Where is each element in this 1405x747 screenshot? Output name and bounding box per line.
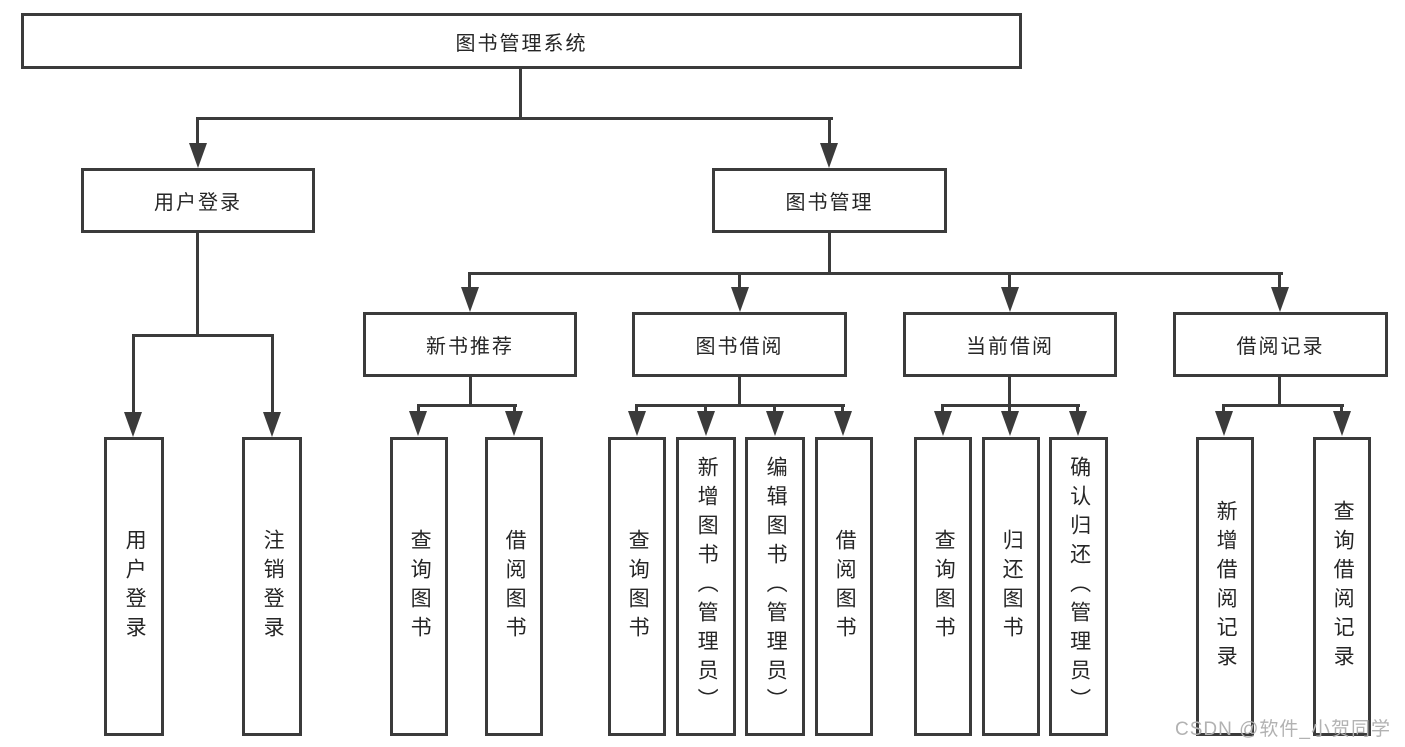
connector-line [469,377,472,406]
leaf-bb-borrow-books-label: 借阅图书 [833,528,857,645]
connector-line [271,334,274,412]
arrow-down-icon [731,287,749,312]
connector-line [468,272,471,289]
leaf-user-login-label: 用户登录 [123,528,147,645]
connector-line [1076,404,1079,414]
arrow-down-icon [189,143,207,168]
arrow-down-icon [263,412,281,437]
node-root: 图书管理系统 [21,13,1022,69]
leaf-cb-return-books-label: 归还图书 [1000,528,1024,645]
arrow-down-icon [934,411,952,436]
leaf-bb-edit-books: 编辑图书（管理员） [745,437,805,736]
connector-line [196,233,199,336]
connector-line [738,272,741,289]
connector-line [417,404,420,414]
node-current-borrowing-label: 当前借阅 [966,336,1054,358]
arrow-down-icon [461,287,479,312]
leaf-cb-confirm-return: 确认归还（管理员） [1049,437,1108,736]
connector-line [196,117,199,147]
connector-line [773,404,776,414]
connector-line [1222,404,1225,414]
arrow-down-icon [1001,287,1019,312]
node-new-book-recommend-label: 新书推荐 [426,336,514,358]
csdn-watermark: CSDN @软件_小贺同学 [1175,719,1391,740]
arrow-down-icon [124,412,142,437]
node-book-management-label: 图书管理 [785,192,874,214]
arrow-down-icon [409,411,427,436]
node-book-borrowing: 图书借阅 [632,312,847,377]
connector-line [1008,404,1011,414]
leaf-cb-query-books: 查询图书 [914,437,972,736]
arrow-down-icon [820,143,838,168]
node-user-login: 用户登录 [81,168,315,233]
arrow-down-icon [1271,287,1289,312]
leaf-bb-query-books-label: 查询图书 [626,528,650,645]
leaf-logout: 注销登录 [242,437,302,736]
connector-line [469,272,1283,275]
connector-line [132,334,274,337]
connector-line [1278,377,1281,406]
leaf-nbr-query-books: 查询图书 [390,437,448,736]
connector-line [828,117,831,147]
node-book-management: 图书管理 [712,168,947,233]
leaf-user-login: 用户登录 [104,437,164,736]
leaf-bb-add-books-label: 新增图书（管理员） [695,456,719,717]
leaf-bb-add-books: 新增图书（管理员） [676,437,736,736]
leaf-cb-confirm-return-label: 确认归还（管理员） [1067,456,1091,717]
connector-line [417,404,517,407]
arrow-down-icon [766,411,784,436]
leaf-br-add-record: 新增借阅记录 [1196,437,1254,736]
node-book-borrowing-label: 图书借阅 [695,336,784,358]
connector-line [1278,272,1281,289]
connector-line [519,69,522,118]
node-borrowing-records: 借阅记录 [1173,312,1388,377]
connector-line [1222,404,1344,407]
leaf-br-add-record-label: 新增借阅记录 [1214,499,1238,674]
arrow-down-icon [697,411,715,436]
connector-line [1008,272,1011,289]
node-new-book-recommend: 新书推荐 [363,312,577,377]
connector-line [941,404,944,414]
leaf-br-query-record: 查询借阅记录 [1313,437,1371,736]
arrow-down-icon [1215,411,1233,436]
leaf-logout-label: 注销登录 [261,528,285,645]
arrow-down-icon [1333,411,1351,436]
leaf-br-query-record-label: 查询借阅记录 [1331,499,1355,674]
connector-line [635,404,638,414]
connector-line [513,404,516,414]
node-user-login-label: 用户登录 [154,192,242,214]
arrow-down-icon [505,411,523,436]
connector-line [635,404,845,407]
connector-line [196,117,833,120]
arrow-down-icon [1001,411,1019,436]
arrow-down-icon [834,411,852,436]
node-current-borrowing: 当前借阅 [903,312,1117,377]
leaf-nbr-borrow-books: 借阅图书 [485,437,543,736]
connector-line [132,334,135,412]
leaf-bb-query-books: 查询图书 [608,437,666,736]
arrow-down-icon [628,411,646,436]
connector-line [738,377,741,406]
node-borrowing-records-label: 借阅记录 [1236,336,1325,358]
leaf-nbr-borrow-books-label: 借阅图书 [503,528,527,645]
arrow-down-icon [1069,411,1087,436]
leaf-bb-edit-books-label: 编辑图书（管理员） [764,456,788,717]
leaf-cb-return-books: 归还图书 [982,437,1040,736]
connector-line [704,404,707,414]
connector-line [828,233,831,275]
leaf-nbr-query-books-label: 查询图书 [408,528,432,645]
node-root-label: 图书管理系统 [455,32,588,55]
connector-line [1008,377,1011,406]
leaf-bb-borrow-books: 借阅图书 [815,437,873,736]
leaf-cb-query-books-label: 查询图书 [932,528,956,645]
connector-line [1340,404,1343,414]
connector-line [841,404,844,414]
